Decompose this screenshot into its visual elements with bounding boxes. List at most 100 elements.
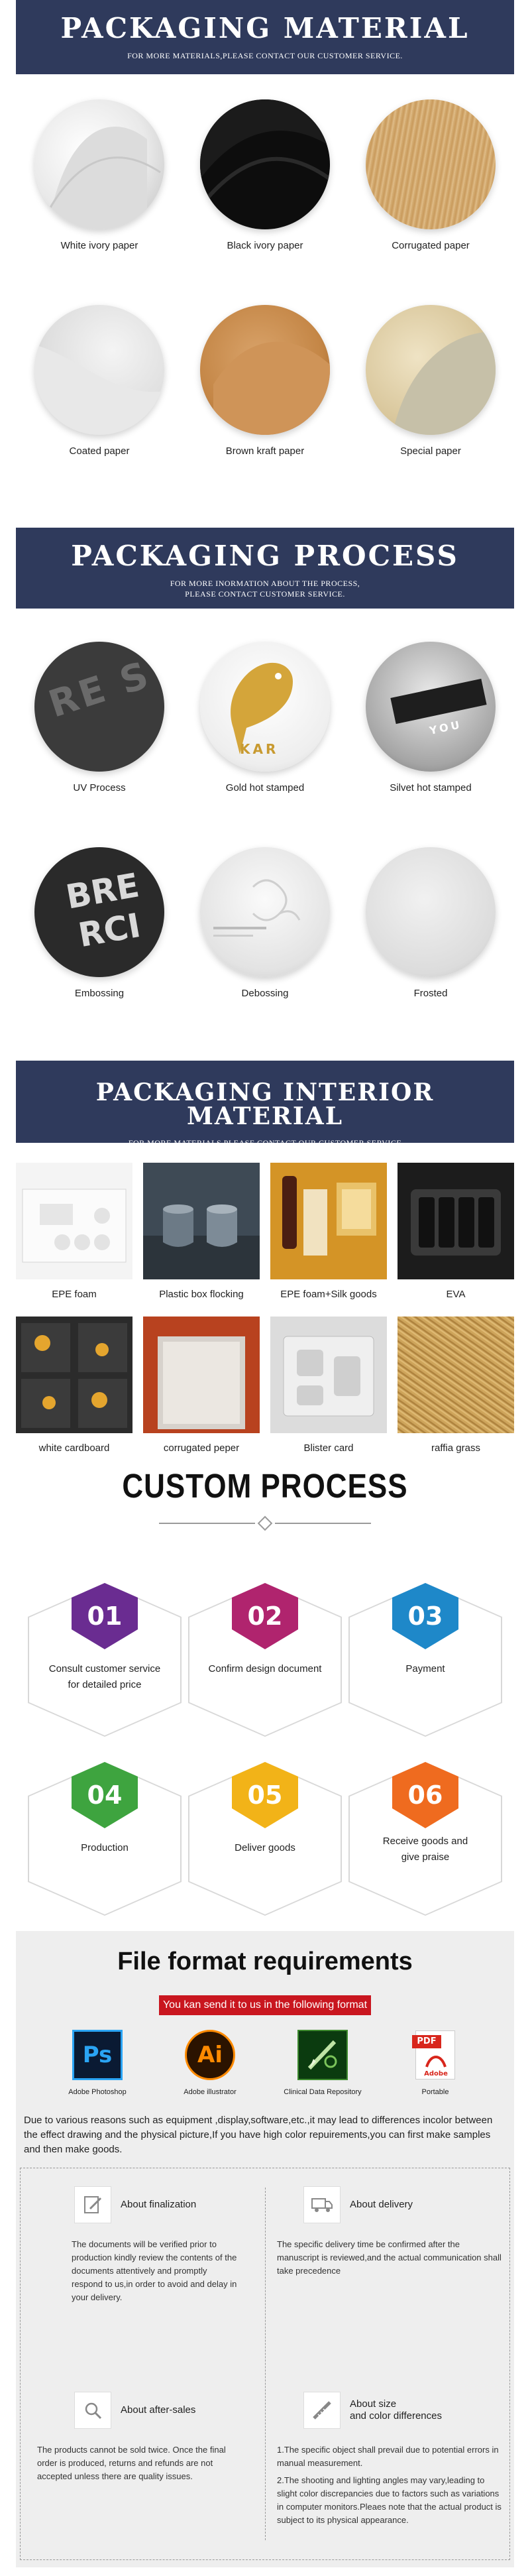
about-finalization: About finalization The documents will be… — [72, 2186, 252, 2304]
interior-plastic-flocking: Plastic box flocking — [143, 1163, 260, 1300]
process-label: UV Process — [73, 782, 126, 793]
material-white-ivory: White ivory paper — [20, 99, 179, 251]
material-banner: PACKAGING MATERIAL FOR MORE MATERIALS,PL… — [16, 0, 514, 74]
about-after-sales: About after-sales The products cannot be… — [37, 2392, 249, 2483]
uv-swatch: RE S — [34, 642, 164, 772]
blister-photo — [270, 1317, 387, 1433]
interior-label: EPE foam — [52, 1289, 97, 1300]
interior-blister: Blister card — [270, 1317, 387, 1454]
interior-subtitle: FOR MORE MATERIALS,PLEASE CONTACT OUR CU… — [128, 1138, 402, 1147]
debossing-swatch — [200, 847, 330, 977]
raffia-photo — [398, 1317, 514, 1433]
material-special: Special paper — [351, 305, 510, 457]
process-label: Gold hot stamped — [225, 782, 305, 793]
info-body: The products cannot be sold twice. Once … — [37, 2445, 226, 2481]
info-body: The documents will be verified prior to … — [72, 2239, 237, 2302]
step-line: give praise — [401, 1851, 450, 1863]
white-cardboard-photo — [16, 1317, 132, 1433]
about-size-color: About size and color differences 1.The s… — [277, 2392, 502, 2527]
silver-swatch: YOU — [366, 642, 496, 772]
info-title: About delivery — [350, 2199, 413, 2210]
step-line: Confirm design document — [208, 1663, 322, 1674]
step-description: Deliver goods — [201, 1840, 329, 1856]
step-line: Deliver goods — [235, 1842, 295, 1853]
process-label: Silvet hot stamped — [390, 782, 472, 793]
material-label: Coated paper — [69, 445, 130, 457]
process-uv: RE S UV Process — [20, 642, 179, 793]
gold-sample-text: KAR — [240, 741, 279, 757]
material-label: White ivory paper — [60, 240, 138, 251]
coated-swatch — [34, 305, 164, 435]
step-description: Payment — [362, 1661, 489, 1677]
color-difference-note: Due to various reasons such as equipment… — [24, 2115, 493, 2155]
info-title: About after-sales — [121, 2404, 196, 2416]
interior-label: corrugated peper — [163, 1442, 240, 1454]
interior-label: white cardboard — [38, 1442, 110, 1454]
custom-step-2: 02 Confirm design document — [188, 1583, 342, 1737]
info-divider — [265, 2188, 266, 2540]
material-subtitle: FOR MORE MATERIALS,PLEASE CONTACT OUR CU… — [127, 51, 403, 60]
title-divider-right — [275, 1523, 371, 1524]
process-debossing: Debossing — [186, 847, 344, 999]
eva-photo — [398, 1163, 514, 1279]
material-brown-kraft: Brown kraft paper — [186, 305, 344, 457]
process-gold: KAR Gold hot stamped — [186, 642, 344, 793]
custom-step-5: 05 Deliver goods — [188, 1762, 342, 1916]
software-pdf: PDF Adobe Portable — [392, 2030, 478, 2096]
software-illustrator: Ai Adobe illustrator — [167, 2030, 253, 2096]
software-label: Adobe illustrator — [184, 2088, 237, 2096]
step-description: Consult customer service for detailed pr… — [41, 1661, 168, 1693]
process-subtitle-2: PLEASE CONTACT CUSTOMER SERVICE. — [185, 589, 345, 599]
epe-silk-photo — [270, 1163, 387, 1279]
edit-icon — [74, 2186, 111, 2223]
material-label: Corrugated paper — [392, 240, 470, 251]
material-corrugated: Corrugated paper — [351, 99, 510, 251]
step-description: Production — [41, 1840, 168, 1856]
title-divider-diamond — [257, 1515, 273, 1531]
file-format-title: File format requirements — [117, 1948, 413, 1975]
process-title: PACKAGING PROCESS — [71, 540, 459, 572]
process-embossing: BRE RCI Embossing — [20, 847, 179, 999]
silver-sample-text: YOU — [428, 718, 464, 737]
about-delivery: About delivery The specific delivery tim… — [277, 2186, 502, 2278]
interior-title: PACKAGING INTERIOR MATERIAL — [95, 1079, 435, 1130]
white-ivory-swatch — [34, 99, 164, 229]
info-frame — [20, 2168, 510, 2560]
custom-step-3: 03 Payment — [348, 1583, 502, 1737]
interior-label: Plastic box flocking — [159, 1289, 244, 1300]
software-label: Portable — [421, 2088, 449, 2096]
info-body: The specific delivery time be confirmed … — [277, 2239, 502, 2276]
embossing-sample-text: BRE RCI — [63, 866, 144, 955]
ruler-icon — [303, 2392, 341, 2429]
software-label: Clinical Data Repository — [284, 2088, 362, 2096]
photoshop-icon: Ps — [72, 2030, 123, 2080]
interior-white-cardboard: white cardboard — [16, 1317, 132, 1454]
material-label: Black ivory paper — [227, 240, 303, 251]
black-ivory-swatch — [200, 99, 330, 229]
material-black-ivory: Black ivory paper — [186, 99, 344, 251]
material-label: Special paper — [400, 445, 461, 457]
step-line: Receive goods and — [382, 1836, 468, 1847]
custom-process-title: CUSTOM PROCESS — [122, 1468, 408, 1505]
info-body: 1.The specific object shall prevail due … — [277, 2445, 502, 2525]
software-photoshop: Ps Adobe Photoshop — [54, 2030, 140, 2096]
embossing-swatch: BRE RCI — [34, 847, 164, 977]
plastic-flocking-photo — [143, 1163, 260, 1279]
uv-sample-text: RE S — [43, 653, 156, 727]
process-label: Frosted — [413, 988, 448, 999]
frosted-swatch — [366, 847, 496, 977]
interior-label: EPE foam+Silk goods — [280, 1289, 377, 1300]
search-icon — [74, 2392, 111, 2429]
epe-foam-photo — [16, 1163, 132, 1279]
special-swatch — [366, 305, 496, 435]
pdf-icon: PDF Adobe — [410, 2030, 460, 2080]
step-line: for detailed price — [68, 1679, 142, 1690]
gold-swatch: KAR — [200, 642, 330, 772]
interior-label: EVA — [446, 1289, 466, 1300]
interior-eva: EVA — [398, 1163, 514, 1300]
truck-icon — [303, 2186, 341, 2223]
process-banner: PACKAGING PROCESS FOR MORE INORMATION AB… — [16, 528, 514, 609]
material-coated: Coated paper — [20, 305, 179, 457]
interior-banner: PACKAGING INTERIOR MATERIAL FOR MORE MAT… — [16, 1061, 514, 1147]
